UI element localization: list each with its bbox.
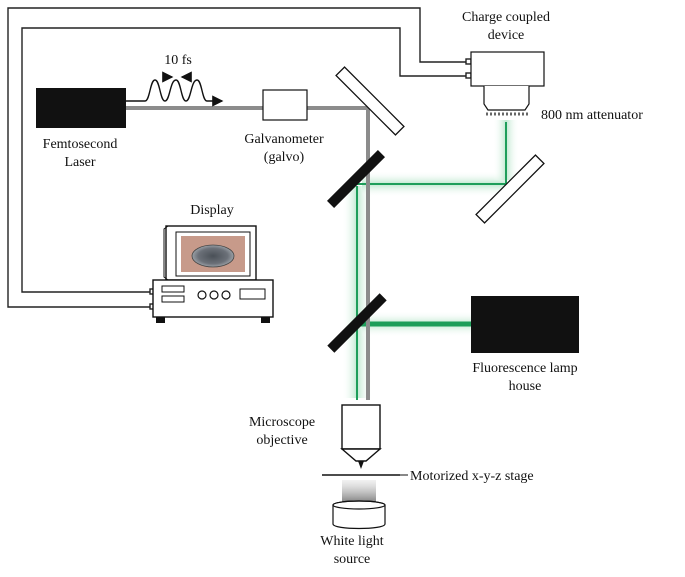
display-computer [152,225,274,323]
mirror-right [475,154,545,224]
charge-coupled-device [470,51,545,116]
laser-label-line2: Laser [64,155,95,170]
cell-image [191,244,235,268]
white-light-label-line2: source [334,552,371,567]
white-light-source [332,480,386,530]
display-label: Display [190,203,234,218]
galvo-label-line1: Galvanometer [244,132,324,147]
lamp-label-line1: Fluorescence lamp [472,361,577,376]
stage-label: Motorized x-y-z stage [410,469,534,484]
pulse-label: 10 fs [164,53,192,68]
microscope-objective [340,404,382,469]
lamp-label-line2: house [509,379,542,394]
fluorescence-lamp-house [471,296,579,353]
ccd-label-line1: Charge coupled [462,10,550,25]
objective-label-line2: objective [256,433,307,448]
white-light-label-line1: White light [320,534,383,549]
dichroic-mirror-upper [327,150,385,208]
dichroic-mirror-lower [327,293,387,353]
galvo-label-line2: (galvo) [264,150,305,165]
mirror-top [335,66,405,136]
femtosecond-laser [36,88,126,128]
objective-label-line1: Microscope [249,415,315,430]
galvanometer [262,89,308,121]
attenuator-label: 800 nm attenuator [541,108,643,123]
pulse-train [126,71,224,107]
ccd-label-line2: device [488,28,525,43]
laser-label-line1: Femtosecond [43,137,118,152]
